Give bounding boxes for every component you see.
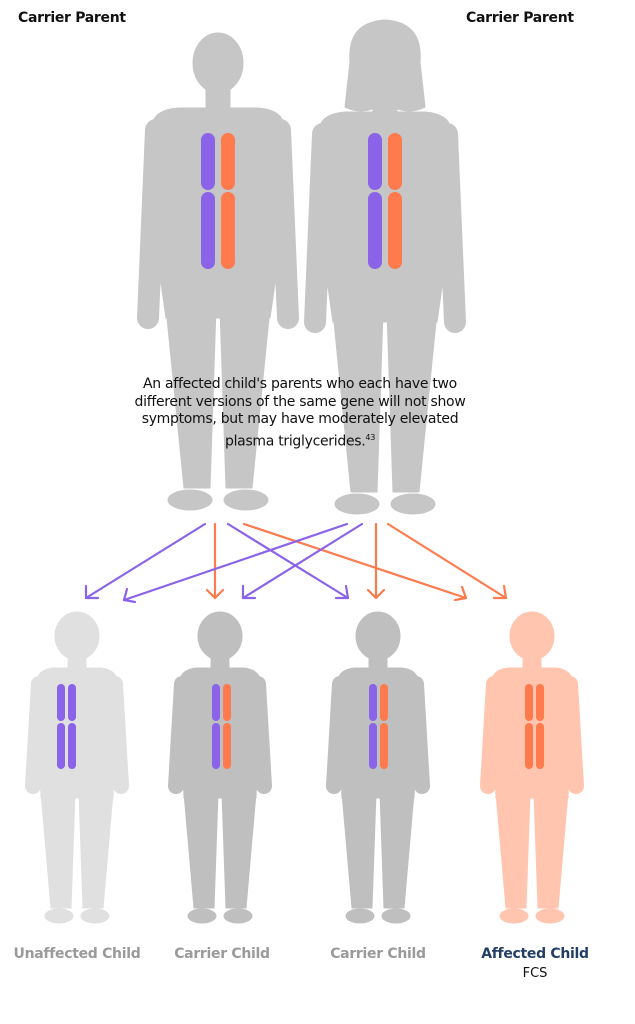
mother-chromosome-pair [368,133,402,269]
citation-superscript: 43 [365,432,375,442]
carrier-child-label-1: Carrier Child [174,946,270,962]
arrow-mother-b-to-affected [386,522,508,600]
parents-note-text: An affected child's parents who each hav… [134,376,466,450]
affected-child-chromosomes [525,684,544,769]
inheritance-arrows [84,522,508,604]
affected-child-sublabel: FCS [522,966,548,981]
arrow-father-a-to-unaffected [84,522,207,600]
carrier-child-figure-2 [334,612,422,923]
unaffected-child-figure [33,612,121,923]
father-chromosome-pair [201,133,235,269]
arrow-father-b-to-carrier1 [205,522,225,600]
carrier-child-figure-1 [176,612,264,923]
left-parent-label: Carrier Parent [18,10,126,26]
arrow-mother-b-to-carrier2 [366,522,386,600]
unaffected-child-chromosomes [57,684,76,769]
affected-child-label: Affected Child [481,946,589,962]
carrier-child-2-chromosomes [369,684,388,769]
parents-note: An affected child's parents who each hav… [120,376,480,451]
right-parent-label: Carrier Parent [466,10,574,26]
carrier-child-label-2: Carrier Child [330,946,426,962]
unaffected-child-label: Unaffected Child [13,946,141,962]
arrow-mother-a-to-unaffected [122,522,349,604]
carrier-child-1-chromosomes [212,684,231,769]
arrow-mother-a-to-carrier1 [241,522,364,600]
mother-figure [315,19,455,514]
arrow-father-a-to-carrier2 [226,522,350,600]
arrow-father-b-to-affected [242,522,468,602]
